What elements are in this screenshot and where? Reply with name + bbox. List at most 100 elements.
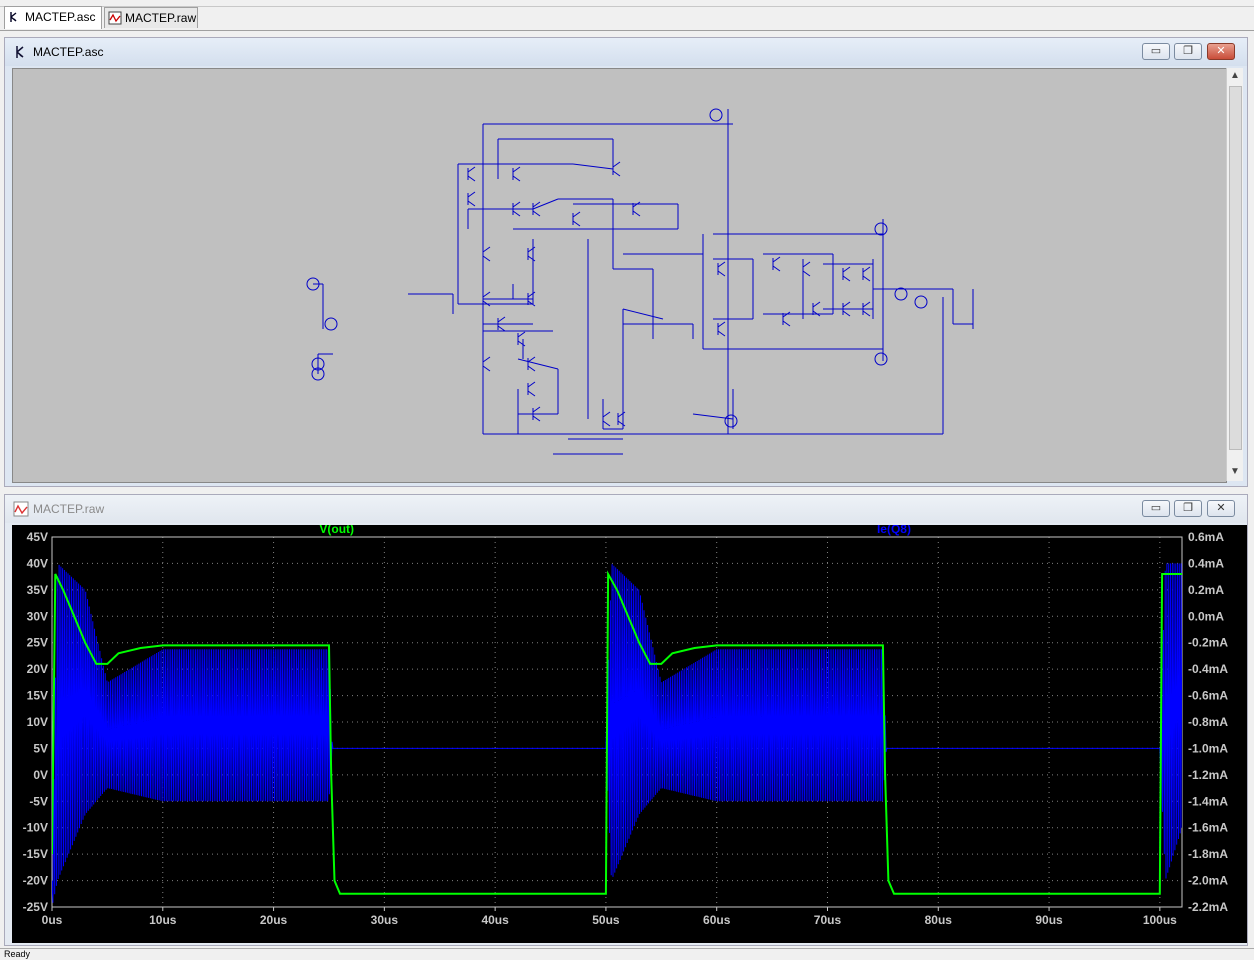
transistor-collector <box>632 201 641 208</box>
transistor-emitter <box>812 310 821 317</box>
transistor-collector <box>482 356 491 363</box>
minimize-button[interactable]: ▭ <box>1142 43 1170 60</box>
transistor-collector <box>527 356 536 363</box>
series-ieq8-line <box>52 563 1182 903</box>
left-tick-label: -25V <box>23 900 48 914</box>
schematic-icon <box>10 12 17 22</box>
left-tick-label: 45V <box>27 530 48 544</box>
voltage-source-symbol <box>324 317 338 331</box>
tab-mactep-asc[interactable]: MACTEP.asc <box>4 6 102 29</box>
schematic-wire <box>622 308 664 320</box>
x-tick-label: 70us <box>814 913 842 927</box>
transistor-collector <box>527 291 536 298</box>
schematic-canvas[interactable] <box>12 68 1227 483</box>
right-tick-label: -0.4mA <box>1188 662 1228 676</box>
x-tick-label: 90us <box>1035 913 1063 927</box>
tab-mactep-raw[interactable]: MACTEP.raw <box>104 7 198 28</box>
restore-button[interactable]: ❐ <box>1174 43 1202 60</box>
left-tick-label: 10V <box>27 715 48 729</box>
transistor-collector <box>717 261 726 268</box>
transistor-collector <box>617 411 626 418</box>
right-tick-label: -1.0mA <box>1188 741 1228 755</box>
transistor-emitter <box>782 320 791 327</box>
transistor-collector <box>467 191 476 198</box>
x-tick-label: 80us <box>925 913 953 927</box>
waveform-icon <box>108 11 122 25</box>
status-bar: Ready <box>0 948 1254 959</box>
right-tick-label: -0.2mA <box>1188 636 1228 650</box>
transistor-emitter <box>842 310 851 317</box>
tab-label: MACTEP.raw <box>125 11 197 25</box>
restore-button[interactable]: ❐ <box>1174 500 1202 517</box>
window-title: MACTEP.raw <box>33 502 105 516</box>
left-tick-label: -5V <box>29 794 48 808</box>
waveform-titlebar[interactable]: MACTEP.raw ▭ ❐ ✕ <box>5 495 1247 523</box>
transistor-emitter <box>512 175 521 182</box>
close-button[interactable]: ✕ <box>1207 500 1235 517</box>
right-tick-label: -2.2mA <box>1188 900 1228 914</box>
transistor-collector <box>812 301 821 308</box>
transistor-emitter <box>512 210 521 217</box>
minimize-button[interactable]: ▭ <box>1142 500 1170 517</box>
left-tick-label: 35V <box>27 583 48 597</box>
left-tick-label: 25V <box>27 636 48 650</box>
vertical-scrollbar[interactable]: ▲ ▼ <box>1226 68 1243 481</box>
scroll-down-icon[interactable]: ▼ <box>1230 466 1240 477</box>
voltage-source-symbol <box>894 287 908 301</box>
document-tab-bar: MACTEP.asc MACTEP.raw <box>0 0 1254 31</box>
transistor-emitter <box>772 265 781 272</box>
schematic-wires <box>306 108 974 455</box>
transistor-collector <box>467 166 476 173</box>
transistor-emitter <box>572 220 581 227</box>
voltage-source-symbol <box>724 414 738 428</box>
right-tick-label: 0.4mA <box>1188 556 1224 570</box>
transistor-collector <box>802 261 811 268</box>
series-label-ieq8: Ie(Q8) <box>877 525 911 536</box>
transistor-emitter <box>802 270 811 277</box>
left-tick-label: -15V <box>23 847 48 861</box>
transistor-collector <box>612 161 621 168</box>
left-tick-label: -20V <box>23 874 48 888</box>
transistor-emitter <box>527 300 536 307</box>
x-tick-label: 0us <box>42 913 63 927</box>
left-tick-label: 5V <box>33 741 48 755</box>
window-title: MACTEP.asc <box>33 45 104 59</box>
schematic-titlebar[interactable]: MACTEP.asc ▭ ❐ ✕ <box>5 38 1247 66</box>
voltage-source-symbol <box>874 352 888 366</box>
transistor-emitter <box>527 390 536 397</box>
transistor-collector <box>482 291 491 298</box>
right-tick-label: -1.2mA <box>1188 768 1228 782</box>
transistor-emitter <box>862 310 871 317</box>
scroll-up-icon[interactable]: ▲ <box>1230 70 1240 81</box>
transistor-emitter <box>632 210 641 217</box>
left-tick-label: 0V <box>33 768 48 782</box>
scroll-thumb[interactable] <box>1229 86 1242 450</box>
transistor-collector <box>862 266 871 273</box>
transistor-collector <box>572 211 581 218</box>
transistor-emitter <box>467 200 476 207</box>
close-button[interactable]: ✕ <box>1207 43 1235 60</box>
right-tick-label: 0.2mA <box>1188 583 1224 597</box>
schematic-window[interactable]: MACTEP.asc ▭ ❐ ✕ ▲ ▼ <box>4 37 1248 487</box>
voltage-source-symbol <box>914 295 928 309</box>
transistor-emitter <box>862 275 871 282</box>
transistor-emitter <box>527 255 536 262</box>
transistor-emitter <box>517 340 526 347</box>
tab-label: MACTEP.asc <box>25 10 96 24</box>
schematic-wire <box>572 163 614 170</box>
voltage-source-symbol <box>874 222 888 236</box>
schematic-icon <box>16 46 24 58</box>
transistor-emitter <box>532 210 541 217</box>
right-tick-label: -1.8mA <box>1188 847 1228 861</box>
left-tick-label: 40V <box>27 556 48 570</box>
transistor-emitter <box>497 325 506 332</box>
transistor-collector <box>512 201 521 208</box>
transistor-emitter <box>602 420 611 427</box>
voltage-source-symbol <box>709 108 723 122</box>
left-tick-label: 20V <box>27 662 48 676</box>
right-tick-label: -1.6mA <box>1188 821 1228 835</box>
transistor-collector <box>532 201 541 208</box>
